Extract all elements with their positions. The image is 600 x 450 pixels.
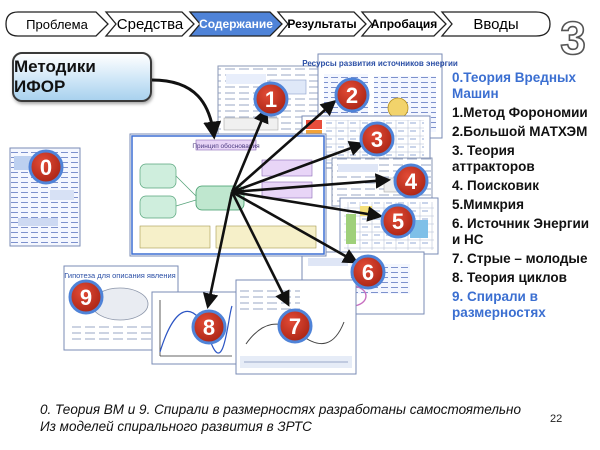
tab-problem-shape (5, 11, 109, 37)
list-item: 1.Метод Форономии (452, 105, 588, 120)
tab-approbation[interactable]: Апробация (360, 11, 448, 37)
tab-results[interactable]: Результаты (276, 11, 368, 37)
badge-6-text: 6 (362, 260, 374, 285)
badge-1: 1 (253, 81, 289, 117)
arrow-to-2 (231, 99, 337, 193)
badge-9-text: 9 (80, 285, 92, 310)
list-item: 6. Источник Энергии и НС (452, 216, 590, 247)
arrow-to-3 (231, 141, 365, 194)
badge-5-text: 5 (392, 209, 404, 234)
list-item: 7. Стрые – молодые (452, 251, 588, 266)
methods-title-box: Методики ИФОР (12, 52, 152, 102)
arrow-to-7 (230, 191, 290, 307)
slide-number-text: 3 (560, 14, 586, 60)
thumbnail-9-title: Гипотеза для описания явления (64, 271, 175, 280)
arrow-to-4 (231, 173, 392, 194)
list-item: 4. Поисковик (452, 178, 539, 193)
list-item: 9. Спирали в размерностях (452, 289, 546, 320)
central-mindmap-title: Принцип обоснования (192, 142, 260, 150)
tab-approbation-shape (360, 11, 447, 37)
tab-problem-label: Проблема (26, 16, 88, 32)
badge-2-text: 2 (346, 83, 358, 108)
central-mindmap: Принцип обоснования (129, 133, 327, 257)
badge-4: 4 (393, 163, 429, 199)
list-item: 2.Большой МАТХЭМ (452, 124, 588, 139)
badge-6: 6 (350, 254, 386, 290)
tab-inputs-label: Вводы (473, 15, 519, 33)
arrow-to-6 (231, 190, 359, 264)
tab-content-label: Содержание (199, 17, 273, 31)
methods-list: 0.Теория Вредных Машин 1.Метод Форономии… (452, 70, 598, 324)
footer-line-1: 0. Теория ВМ и 9. Спирали в размерностях… (40, 402, 521, 417)
badge-1-text: 1 (265, 87, 277, 112)
tab-approbation-label: Апробация (370, 17, 438, 31)
slide-number: 3 (559, 14, 586, 60)
tab-inputs[interactable]: Вводы (440, 11, 552, 37)
badge-0-text: 0 (40, 155, 52, 180)
tab-means-shape (104, 11, 195, 37)
footer-line-2: Из моделей спирального развития в ЗРТС (40, 419, 312, 434)
tab-content[interactable]: Содержание (188, 11, 284, 37)
badge-2: 2 (334, 77, 370, 113)
methods-title: Методики ИФОР (14, 57, 96, 96)
arrow-to-8 (202, 191, 234, 310)
badge-8: 8 (191, 309, 227, 345)
list-item: 5.Мимкрия (452, 197, 524, 212)
badge-8-text: 8 (203, 315, 215, 340)
tab-inputs-shape (440, 11, 551, 37)
badges: 0 1 2 3 4 5 6 7 (28, 77, 429, 345)
badge-9: 9 (68, 279, 104, 315)
tab-means[interactable]: Средства (104, 11, 196, 37)
footer-notes: 0. Теория ВМ и 9. Спирали в размерностях… (40, 401, 521, 435)
badge-7-text: 7 (289, 314, 301, 339)
tab-results-shape (276, 11, 367, 37)
arrow-to-1 (230, 107, 269, 193)
thumbnail-2-title: Ресурсы развития источников энергии (302, 59, 458, 68)
tab-content-shape (188, 11, 283, 37)
page-number: 22 (550, 413, 563, 425)
badge-4-text: 4 (405, 169, 418, 194)
badge-0: 0 (28, 149, 64, 185)
badge-3: 3 (359, 121, 395, 157)
arrow-to-5 (231, 190, 384, 222)
tab-means-label: Средства (116, 15, 184, 33)
tab-results-label: Результаты (287, 17, 357, 31)
radiating-arrows (202, 99, 392, 310)
badge-7: 7 (277, 308, 313, 344)
list-item: 0.Теория Вредных Машин (452, 70, 577, 101)
badge-5: 5 (380, 203, 416, 239)
methods-arrow (151, 78, 222, 140)
list-item: 3. Теория аттракторов (452, 143, 535, 174)
tab-problem[interactable]: Проблема (4, 11, 110, 37)
badge-3-text: 3 (371, 127, 383, 152)
list-item: 8. Теория циклов (452, 270, 567, 285)
